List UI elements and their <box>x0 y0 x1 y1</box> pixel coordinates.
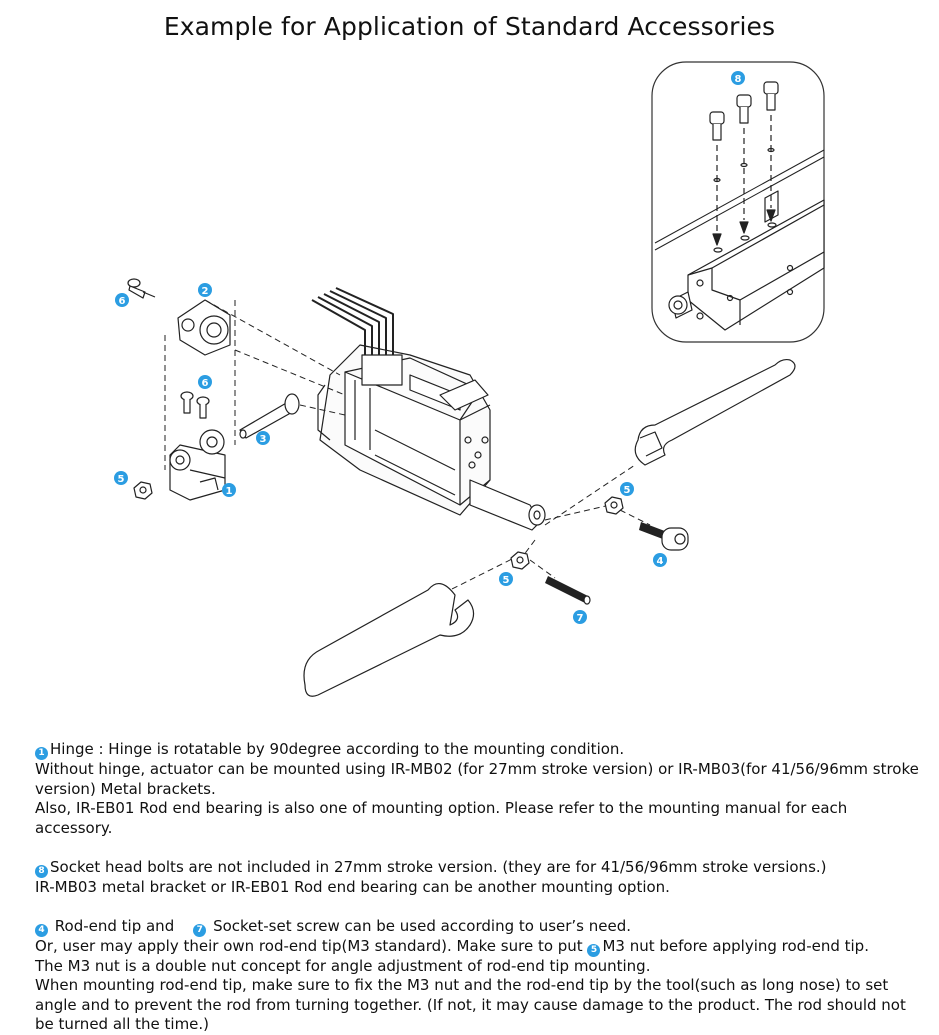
m3-nut <box>510 551 530 570</box>
long-screw <box>239 393 300 439</box>
m3-nut <box>604 496 624 515</box>
svg-text:8: 8 <box>735 74 742 85</box>
hinge-cap <box>177 299 231 356</box>
badge-4: 4 <box>653 553 667 567</box>
svg-text:5: 5 <box>503 575 510 586</box>
badge-2: 2 <box>198 283 212 297</box>
m3-nut <box>133 481 153 500</box>
note-hinge-line3: Also, IR-EB01 Rod end bearing is also on… <box>35 799 848 837</box>
pin-part <box>127 278 156 299</box>
linear-actuator <box>311 287 546 531</box>
badge-5: 5 <box>499 572 513 586</box>
badge-1: 1 <box>222 483 236 497</box>
page-title: Example for Application of Standard Acce… <box>163 12 776 41</box>
note-hinge-line2: Without hinge, actuator can be mounted u… <box>35 760 919 798</box>
svg-text:6: 6 <box>119 296 126 307</box>
svg-text:5: 5 <box>624 485 631 496</box>
svg-text:2: 2 <box>202 286 209 297</box>
note-bolts-line2: IR-MB03 metal bracket or IR-EB01 Rod end… <box>35 877 670 896</box>
badge-icon: 7 <box>193 923 207 937</box>
note-text: Or, user may apply their own rod-end tip… <box>35 936 588 955</box>
badge-icon: 8 <box>35 864 48 878</box>
badge-icon: 1 <box>35 747 48 760</box>
svg-text:5: 5 <box>118 474 125 485</box>
inset-detail-panel <box>651 61 825 343</box>
badge-5: 5 <box>114 471 128 485</box>
svg-text:1: 1 <box>226 486 233 497</box>
badge-8: 8 <box>731 71 745 85</box>
note-rodend-line3: The M3 nut is a double nut concept for a… <box>35 956 651 975</box>
hinge-base <box>169 429 226 501</box>
wrench-upper <box>634 358 796 466</box>
svg-text:3: 3 <box>260 434 267 445</box>
note-text: Socket-set screw can be used according t… <box>208 916 632 935</box>
note-rodend-line1: 4 Rod-end tip and 7 Socket-set screw can… <box>35 917 925 937</box>
badge-icon: 5 <box>587 943 601 957</box>
svg-text:4: 4 <box>657 556 664 567</box>
badge-icon: 4 <box>35 923 48 937</box>
note-rodend-line4: When mounting rod-end tip, make sure to … <box>35 976 906 1033</box>
svg-text:7: 7 <box>577 613 584 624</box>
hinge-screws <box>180 391 210 419</box>
exploded-assembly-diagram: 1 2 3 4 5 5 5 6 6 7 8 <box>114 61 825 697</box>
note-text: M3 nut before applying rod-end tip. <box>602 936 869 955</box>
note-text: Socket head bolts are not included in 27… <box>50 857 827 876</box>
badge-6: 6 <box>115 293 129 307</box>
socket-head-bolt <box>763 81 779 111</box>
badge-5: 5 <box>620 482 634 496</box>
rod-end-tip <box>639 522 689 551</box>
wrench-lower <box>303 583 475 697</box>
callout-badges: 1 2 3 4 5 5 5 6 6 7 8 <box>114 71 745 624</box>
svg-text:6: 6 <box>202 378 209 389</box>
socket-head-bolt <box>709 111 725 141</box>
badge-7: 7 <box>573 610 587 624</box>
badge-6: 6 <box>198 375 212 389</box>
note-text: Rod-end tip and <box>50 916 179 935</box>
socket-head-bolt <box>736 94 752 124</box>
badge-3: 3 <box>256 431 270 445</box>
socket-set-screw <box>545 576 591 605</box>
note-rodend-line2: Or, user may apply their own rod-end tip… <box>35 937 925 957</box>
note-text: Hinge : Hinge is rotatable by 90degree a… <box>50 740 625 758</box>
